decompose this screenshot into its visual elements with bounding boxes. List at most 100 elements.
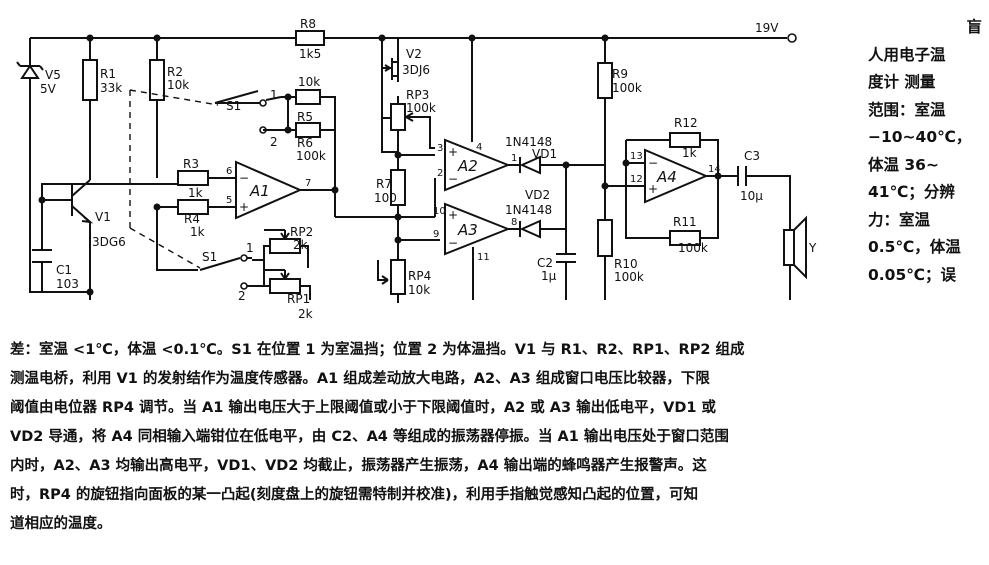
label-r10-value: 100k — [614, 270, 644, 284]
label-r1-ref: R1 — [100, 67, 116, 81]
sign-a2-plus: + — [448, 145, 458, 159]
label-r9-value: 100k — [612, 81, 642, 95]
sign-a3-plus: + — [448, 208, 458, 222]
side-line: 度计 测量 — [868, 73, 936, 91]
resistor-r7 — [390, 169, 406, 206]
capacitor-c1 — [32, 249, 52, 282]
label-r8-value: 1k5 — [299, 47, 321, 61]
label-r10-ref: R10 — [614, 257, 638, 271]
label-vd2-ref: VD2 — [525, 188, 550, 202]
resistor-r3 — [177, 170, 209, 186]
label-rp3-ref: RP3 — [406, 88, 429, 102]
label-r6-ref: R6 — [297, 136, 313, 150]
resistor-rp4 — [390, 259, 406, 295]
label-r11-ref: R11 — [673, 215, 697, 229]
opamp-a3 — [444, 202, 511, 256]
description-line: 测温电桥，利用 V1 的发射结作为温度传感器。A1 组成差动放大电路，A2、A3… — [10, 371, 710, 387]
label-a1: A1 — [249, 182, 270, 200]
label-r6-value: 100k — [296, 149, 326, 163]
pin-a3-8: 8 — [511, 217, 517, 228]
label-r3-ref: R3 — [183, 157, 199, 171]
resistor-r6 — [295, 122, 321, 138]
description-line: 时，RP4 的旋钮指向面板的某一凸起(刻度盘上的旋钮需特制并校准)，利用手指触觉… — [10, 487, 699, 503]
resistor-r5 — [295, 89, 321, 105]
label-v5-ref: V5 — [45, 68, 61, 82]
label-r4-value: 1k — [190, 225, 205, 239]
side-line: 范围：室温 — [868, 100, 946, 119]
transistor-v1 — [71, 176, 94, 230]
resistor-r11 — [669, 230, 701, 246]
pin-a3-10: 10 — [433, 206, 446, 217]
label-r12-value: 1k — [682, 146, 697, 160]
label-v2-ref: V2 — [406, 47, 422, 61]
sign-a1-plus: + — [239, 200, 249, 214]
potentiometer-wipers — [252, 112, 420, 300]
side-line: 人用电子温 — [868, 45, 946, 64]
label-rp4-value: 10k — [408, 283, 430, 297]
sign-a2-minus: − — [448, 172, 458, 186]
pin-a4-14: 14 — [708, 164, 721, 175]
label-rp4-ref: RP4 — [408, 269, 431, 283]
label-rp3-value: 100k — [406, 101, 436, 115]
label-r3-value: 1k — [188, 186, 203, 200]
pin-a1-7: 7 — [305, 178, 311, 189]
sign-a1-minus: − — [239, 171, 249, 185]
label-a2: A2 — [457, 157, 478, 175]
description-line: 差：室温 <1℃，体温 <0.1℃。S1 在位置 1 为室温挡；位置 2 为体温… — [10, 342, 745, 358]
label-rp1-ref: RP1 — [287, 292, 310, 306]
opamp-a2 — [444, 138, 511, 192]
label-s1-top: S1 — [226, 99, 241, 113]
resistor-r2 — [149, 59, 165, 101]
label-r1-value: 33k — [100, 81, 122, 95]
resistor-r1 — [82, 59, 98, 101]
label-c2-value: 1μ — [541, 269, 557, 283]
pin-a3-9: 9 — [433, 229, 439, 240]
pin-a3-11: 11 — [477, 252, 490, 263]
terminal-19v — [787, 33, 797, 43]
label-r5-value: 10k — [298, 75, 320, 89]
label-c3-ref: C3 — [744, 149, 760, 163]
pin-a2-3: 3 — [437, 143, 443, 154]
label-s1-bottom: S1 — [202, 250, 217, 264]
diode-vd1 — [519, 155, 541, 175]
label-r8-ref: R8 — [300, 17, 316, 31]
label-r4-ref: R4 — [184, 212, 200, 226]
side-line: 0.05℃；误 — [868, 265, 957, 284]
label-v1-value: 3DG6 — [92, 235, 126, 249]
diode-vd2 — [519, 219, 541, 239]
resistor-r8 — [295, 30, 325, 46]
jfet-v2 — [382, 58, 398, 80]
resistor-r4 — [177, 199, 209, 215]
opamps — [235, 138, 709, 256]
label-s1-top-pos1: 1 — [270, 88, 278, 102]
label-supply: 19V — [755, 21, 779, 35]
zener-v5 — [16, 61, 44, 79]
label-rp1-value: 2k — [298, 307, 313, 321]
label-a4: A4 — [656, 168, 677, 186]
description-line: VD2 导通，将 A4 同相输入端钳位在低电平，由 C2、A4 等组成的振荡器停… — [10, 429, 729, 445]
label-r11-value: 100k — [678, 241, 708, 255]
label-c1-ref: C1 — [56, 263, 72, 277]
side-line: 41℃；分辨 — [868, 183, 955, 201]
label-c3-value: 10μ — [740, 189, 763, 203]
label-v5-value: 5V — [40, 82, 57, 96]
pin-a2-4: 4 — [476, 142, 482, 153]
pin-a2-2: 2 — [437, 168, 443, 179]
side-line: 0.5℃，体温 — [868, 238, 961, 256]
capacitor-c2 — [556, 253, 576, 268]
side-line: 盲 — [966, 18, 982, 36]
sign-a3-minus: − — [448, 236, 458, 250]
opamp-a4 — [644, 148, 709, 204]
description-paragraph: 差：室温 <1℃，体温 <0.1℃。S1 在位置 1 为室温挡；位置 2 为体温… — [10, 336, 982, 539]
label-r2-value: 10k — [167, 78, 189, 92]
label-vd1-value: 1N4148 — [505, 135, 552, 149]
resistor-r10 — [597, 219, 613, 257]
label-v1-ref: V1 — [95, 210, 111, 224]
label-c1-value: 103 — [56, 277, 79, 291]
capacitor-c3 — [737, 166, 752, 186]
label-s1-top-pos2: 2 — [270, 135, 278, 149]
side-line: −10~40℃， — [868, 128, 972, 146]
pin-a1-6: 6 — [226, 166, 232, 177]
speaker-y — [783, 215, 807, 280]
label-y-ref: Y — [808, 241, 817, 255]
